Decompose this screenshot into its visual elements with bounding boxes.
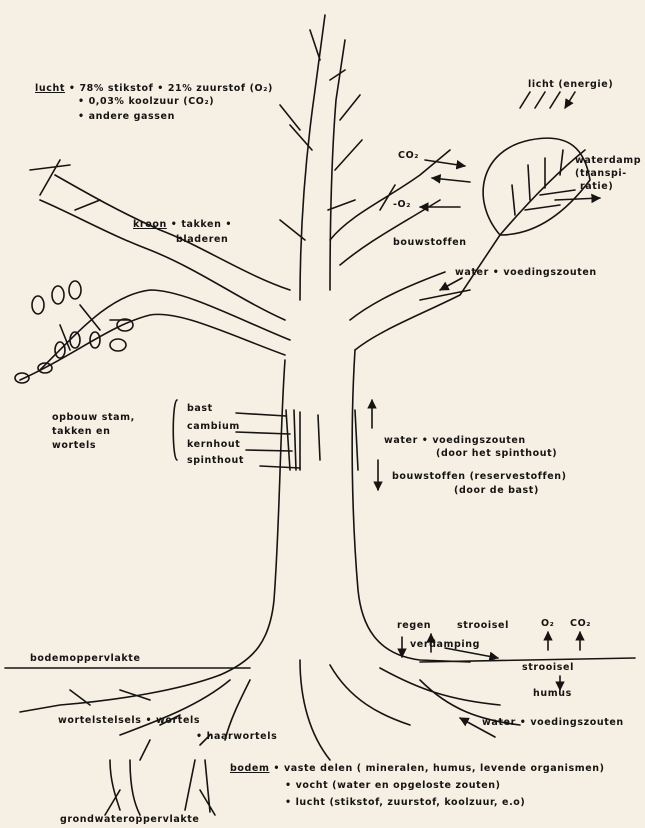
ground-water-label: water • voedingszouten: [482, 718, 624, 728]
roots: [20, 660, 520, 760]
soil-moisture: • vocht (water en opgeloste zouten): [285, 781, 501, 791]
leaf-water-label: water • voedingszouten: [455, 268, 597, 278]
right-upper-branch: [330, 150, 450, 240]
central-leader: [300, 15, 325, 300]
ground-surface-label: bodemoppervlakte: [30, 654, 141, 664]
evaporation-label: verdamping: [410, 640, 480, 650]
structure-title-3: wortels: [52, 441, 96, 451]
litter-label-2: strooisel: [522, 663, 574, 673]
layer-sapwood: spinthout: [187, 456, 244, 466]
layer-cambium: cambium: [187, 422, 240, 432]
left-branch: [40, 200, 285, 320]
layer-bark: bast: [187, 404, 213, 414]
o2-ground-label: O₂: [541, 619, 554, 629]
litter-label: strooisel: [457, 621, 509, 631]
co2-label: CO₂: [398, 151, 419, 161]
transport-down-1: bouwstoffen (reservestoffen): [392, 472, 567, 482]
soil-air: • lucht (stikstof, zuurstof, koolzuur, e…: [285, 798, 525, 808]
soil-label: bodem • vaste delen ( mineralen, humus, …: [230, 764, 605, 774]
lower-left-branch: [40, 290, 290, 370]
groundwater-label: grondwateroppervlakte: [60, 815, 199, 825]
root-hairs-label: • haarwortels: [196, 732, 277, 742]
transport-up-1: water • voedingszouten: [384, 436, 526, 446]
transport-up-2: (door het spinthout): [436, 449, 557, 459]
structure-title-2: takken en: [52, 427, 110, 437]
leaf-shape: [483, 138, 590, 235]
building-materials-label: bouwstoffen: [393, 238, 467, 248]
trunk-left: [220, 360, 285, 675]
co2-ground-label: CO₂: [570, 619, 591, 629]
o2-label: -O₂: [393, 200, 411, 210]
small-leaves: [15, 281, 133, 383]
vapor-label-1: waterdamp: [575, 156, 641, 166]
crown-leaves: bladeren: [176, 235, 228, 245]
trunk-right: [352, 350, 470, 662]
air-label: lucht • 78% stikstof • 21% zuurstof (O₂): [35, 84, 273, 94]
root-systems-label: wortelstelsels • wortels: [58, 716, 200, 726]
vapor-label-3: ratie): [580, 182, 613, 192]
vapor-label-2: (transpi-: [575, 169, 627, 179]
crown-label: kroon • takken •: [133, 220, 232, 230]
transport-down-2: (door de bast): [454, 486, 539, 496]
humus-label: humus: [533, 689, 572, 699]
air-other-gases: • andere gassen: [78, 112, 175, 122]
air-co2: • 0,03% koolzuur (CO₂): [78, 97, 214, 107]
right-branch: [355, 235, 500, 350]
rain-label: regen: [397, 621, 431, 631]
layer-heartwood: kernhout: [187, 440, 240, 450]
structure-title-1: opbouw stam,: [52, 413, 135, 423]
light-label: licht (energie): [528, 80, 613, 90]
